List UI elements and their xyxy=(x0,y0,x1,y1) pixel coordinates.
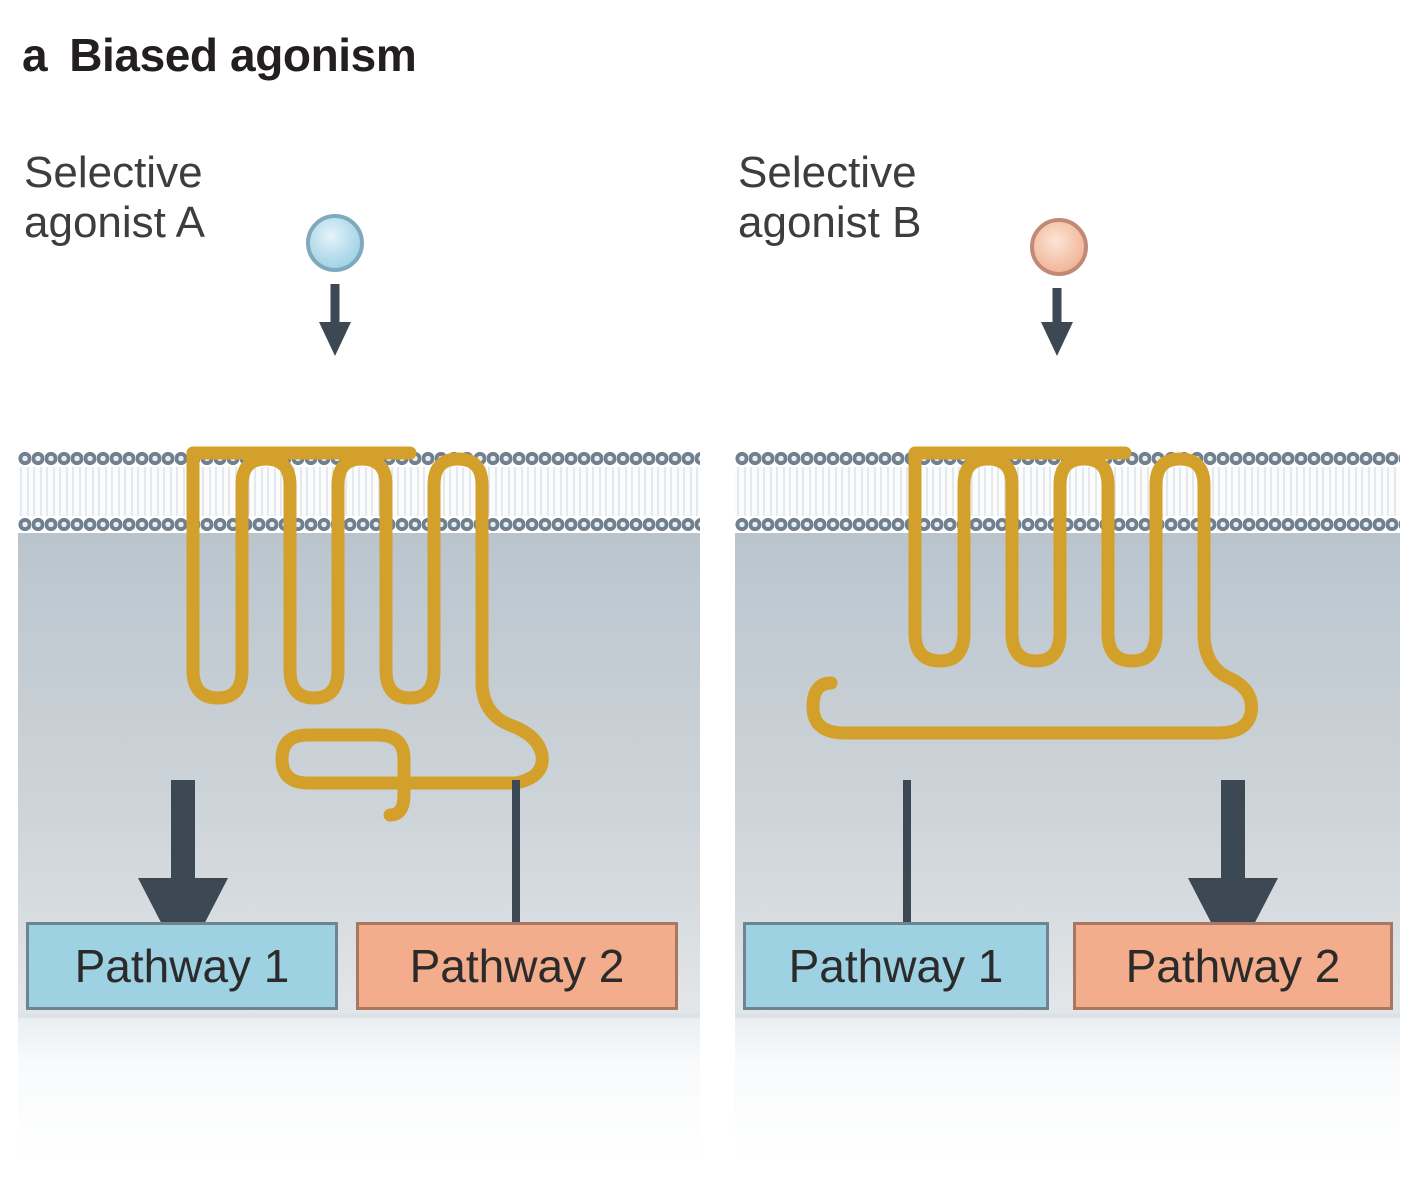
pathway-box-left-2[interactable]: Pathway 2 xyxy=(356,922,678,1010)
bilayer-lower-leaflet xyxy=(18,516,700,533)
thick-down-arrow-right-icon xyxy=(1188,780,1278,965)
panel-left-reflection xyxy=(18,1013,700,1163)
panel-letter: a xyxy=(22,29,48,81)
agonist-a-label: Selective agonist A xyxy=(24,148,205,248)
panel-right: Pathway 1 Pathway 2 xyxy=(735,446,1400,1018)
pathway-label: Pathway 1 xyxy=(74,940,290,992)
panel-right-reflection xyxy=(735,1013,1400,1163)
thick-down-arrow-left-icon xyxy=(138,780,228,965)
agonist-sphere-blue-icon xyxy=(306,214,364,272)
panel-left: Pathway 1 Pathway 2 xyxy=(18,446,700,1018)
bilayer-lower-leaflet xyxy=(735,516,1400,533)
bilayer-lipid-tails xyxy=(735,467,1400,516)
pathway-label: Pathway 1 xyxy=(788,940,1004,992)
agonist-b-label: Selective agonist B xyxy=(738,148,921,248)
agonist-a-label-line1: Selective xyxy=(24,148,203,197)
cytoplasm-right: Pathway 1 Pathway 2 xyxy=(735,446,1400,1018)
bilayer-lipid-tails xyxy=(18,467,700,516)
page-title: Biased agonism xyxy=(69,29,417,81)
pathway-box-left-1[interactable]: Pathway 1 xyxy=(26,922,338,1010)
binding-arrow-left-icon xyxy=(319,284,351,356)
figure-title: a Biased agonism xyxy=(22,28,417,82)
agonist-b-label-line2: agonist B xyxy=(738,198,922,248)
binding-arrow-right-icon xyxy=(1041,288,1073,356)
lipid-bilayer-left-icon xyxy=(18,450,700,533)
pathway-label: Pathway 2 xyxy=(409,940,625,992)
bilayer-upper-leaflet xyxy=(735,450,1400,467)
pathway-box-right-1[interactable]: Pathway 1 xyxy=(743,922,1049,1010)
bilayer-upper-leaflet xyxy=(18,450,700,467)
agonist-a-label-line2: agonist A xyxy=(24,198,206,248)
cytoplasm-left: Pathway 1 Pathway 2 xyxy=(18,446,700,1018)
pathway-label: Pathway 2 xyxy=(1125,940,1341,992)
agonist-b-label-line1: Selective xyxy=(738,148,917,197)
lipid-bilayer-right-icon xyxy=(735,450,1400,533)
agonist-sphere-salmon-icon xyxy=(1030,218,1088,276)
pathway-box-right-2[interactable]: Pathway 2 xyxy=(1073,922,1393,1010)
